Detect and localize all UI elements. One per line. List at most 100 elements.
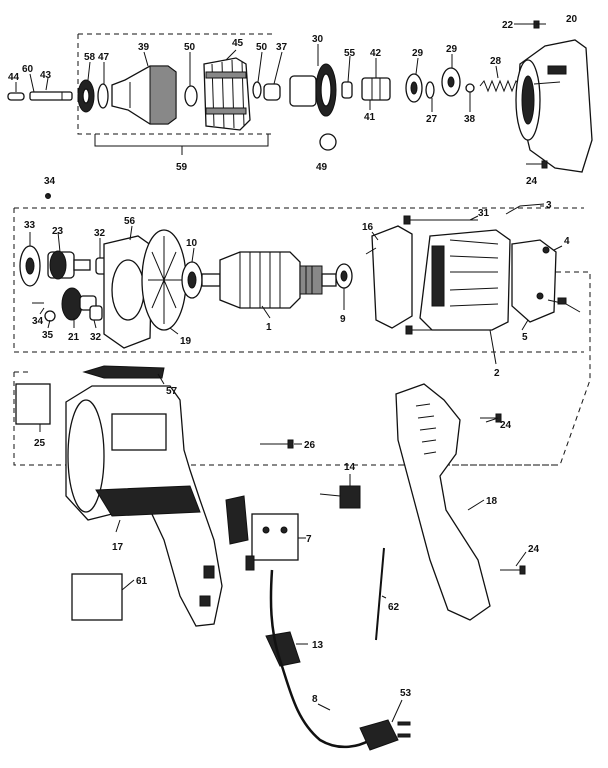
part-44-pin	[7, 92, 25, 101]
callout-35: 35	[42, 330, 54, 341]
callout-26: 26	[304, 440, 316, 451]
callout-62: 62	[388, 602, 400, 613]
part-7-switch	[225, 495, 299, 571]
callout-32-b: 32	[90, 332, 102, 343]
part-17-housing	[65, 385, 223, 627]
callout-22: 22	[502, 20, 514, 31]
callout-28: 28	[490, 56, 502, 67]
callout-42: 42	[370, 48, 382, 59]
part-39-clutch-body	[111, 65, 177, 125]
part-23-gear-shaft	[47, 250, 91, 280]
callout-17: 17	[112, 542, 124, 553]
callout-29-b: 29	[446, 44, 458, 55]
callout-24-b: 24	[500, 420, 512, 431]
callout-14: 14	[344, 462, 356, 473]
group-border-housing	[13, 272, 591, 466]
callout-58: 58	[84, 52, 96, 63]
callout-31: 31	[478, 208, 490, 219]
callout-21: 21	[68, 332, 80, 343]
callout-50-a: 50	[184, 42, 196, 53]
callout-43: 43	[40, 70, 52, 81]
callout-49: 49	[316, 162, 328, 173]
part-22-screw	[514, 20, 540, 29]
part-62-wrench	[375, 547, 385, 641]
callout-25: 25	[34, 438, 46, 449]
part-24-screw-c	[500, 565, 526, 575]
callout-labels: 44 60 43 58 47 39 50 45 50 37 30 55 42 2…	[8, 14, 578, 705]
part-42-shaft	[361, 77, 391, 101]
part-16-brush-plate	[365, 225, 413, 329]
callout-45: 45	[232, 38, 244, 49]
part-30-gear	[289, 63, 337, 117]
callout-34-b: 34	[32, 316, 44, 327]
part-37-bushing	[263, 83, 281, 101]
part-20-nose-housing	[515, 39, 593, 173]
callout-47: 47	[98, 52, 110, 63]
part-32-bearing-b	[89, 305, 103, 321]
part-9-bearing	[335, 263, 353, 289]
part-50-washer-b	[252, 81, 262, 99]
part-31-screw	[403, 215, 478, 225]
callout-38: 38	[464, 114, 476, 125]
callout-59: 59	[176, 162, 188, 173]
callout-5: 5	[522, 332, 528, 343]
part-26-pin	[260, 439, 294, 449]
part-28-spring	[479, 79, 521, 93]
part-2-field	[405, 229, 511, 335]
part-55-collar	[341, 81, 353, 99]
callout-32-a: 32	[94, 228, 106, 239]
part-47-ring	[97, 83, 109, 109]
callout-34-a: 34	[44, 176, 56, 187]
part-18-handle	[395, 383, 491, 621]
part-38-screw	[465, 83, 475, 93]
callout-37: 37	[276, 42, 288, 53]
callout-61: 61	[136, 576, 148, 587]
part-1-armature	[201, 251, 337, 309]
callout-18: 18	[486, 496, 498, 507]
part-10-bearing	[181, 261, 203, 299]
part-57-cord-protector	[82, 365, 165, 379]
part-49-o-ring	[319, 133, 337, 151]
part-24-screw-a	[526, 160, 548, 169]
callout-2: 2	[494, 368, 500, 379]
callout-13: 13	[312, 640, 324, 651]
group-border-armature	[13, 207, 584, 353]
callout-19: 19	[180, 336, 192, 347]
callout-9: 9	[340, 314, 346, 325]
part-13-cord-guard	[265, 631, 301, 667]
callout-7: 7	[306, 534, 312, 545]
part-5-brush	[547, 297, 581, 313]
callout-24-c: 24	[528, 544, 540, 555]
callout-33: 33	[24, 220, 36, 231]
callout-23: 23	[52, 226, 64, 237]
callout-29-a: 29	[412, 48, 424, 59]
callout-44: 44	[8, 72, 20, 83]
callout-30: 30	[312, 34, 324, 45]
part-3-lead	[505, 203, 545, 215]
callout-27: 27	[426, 114, 438, 125]
part-50-washer-a	[184, 85, 198, 107]
callout-50-b: 50	[256, 42, 268, 53]
part-4-brush-holder	[511, 239, 557, 323]
callout-56: 56	[124, 216, 136, 227]
part-8-cord	[269, 569, 371, 749]
part-24-screw-b	[480, 413, 502, 423]
callout-4: 4	[564, 236, 570, 247]
part-27-clip	[425, 81, 435, 99]
callout-1: 1	[266, 322, 272, 333]
part-53-plug	[359, 719, 411, 751]
part-19-fan	[141, 229, 187, 331]
leader-lines	[15, 23, 563, 723]
part-29-bearing-a	[405, 73, 423, 103]
callout-24-a: 24	[526, 176, 538, 187]
part-45-gear-case	[203, 57, 251, 131]
part-25-label	[15, 383, 51, 425]
callout-41: 41	[364, 112, 376, 123]
group-border-field	[556, 271, 591, 352]
callout-16: 16	[362, 222, 374, 233]
part-14-switch-part	[319, 485, 361, 509]
part-33-gear	[19, 245, 41, 287]
callout-8: 8	[312, 694, 318, 705]
part-58-washer	[77, 79, 95, 113]
